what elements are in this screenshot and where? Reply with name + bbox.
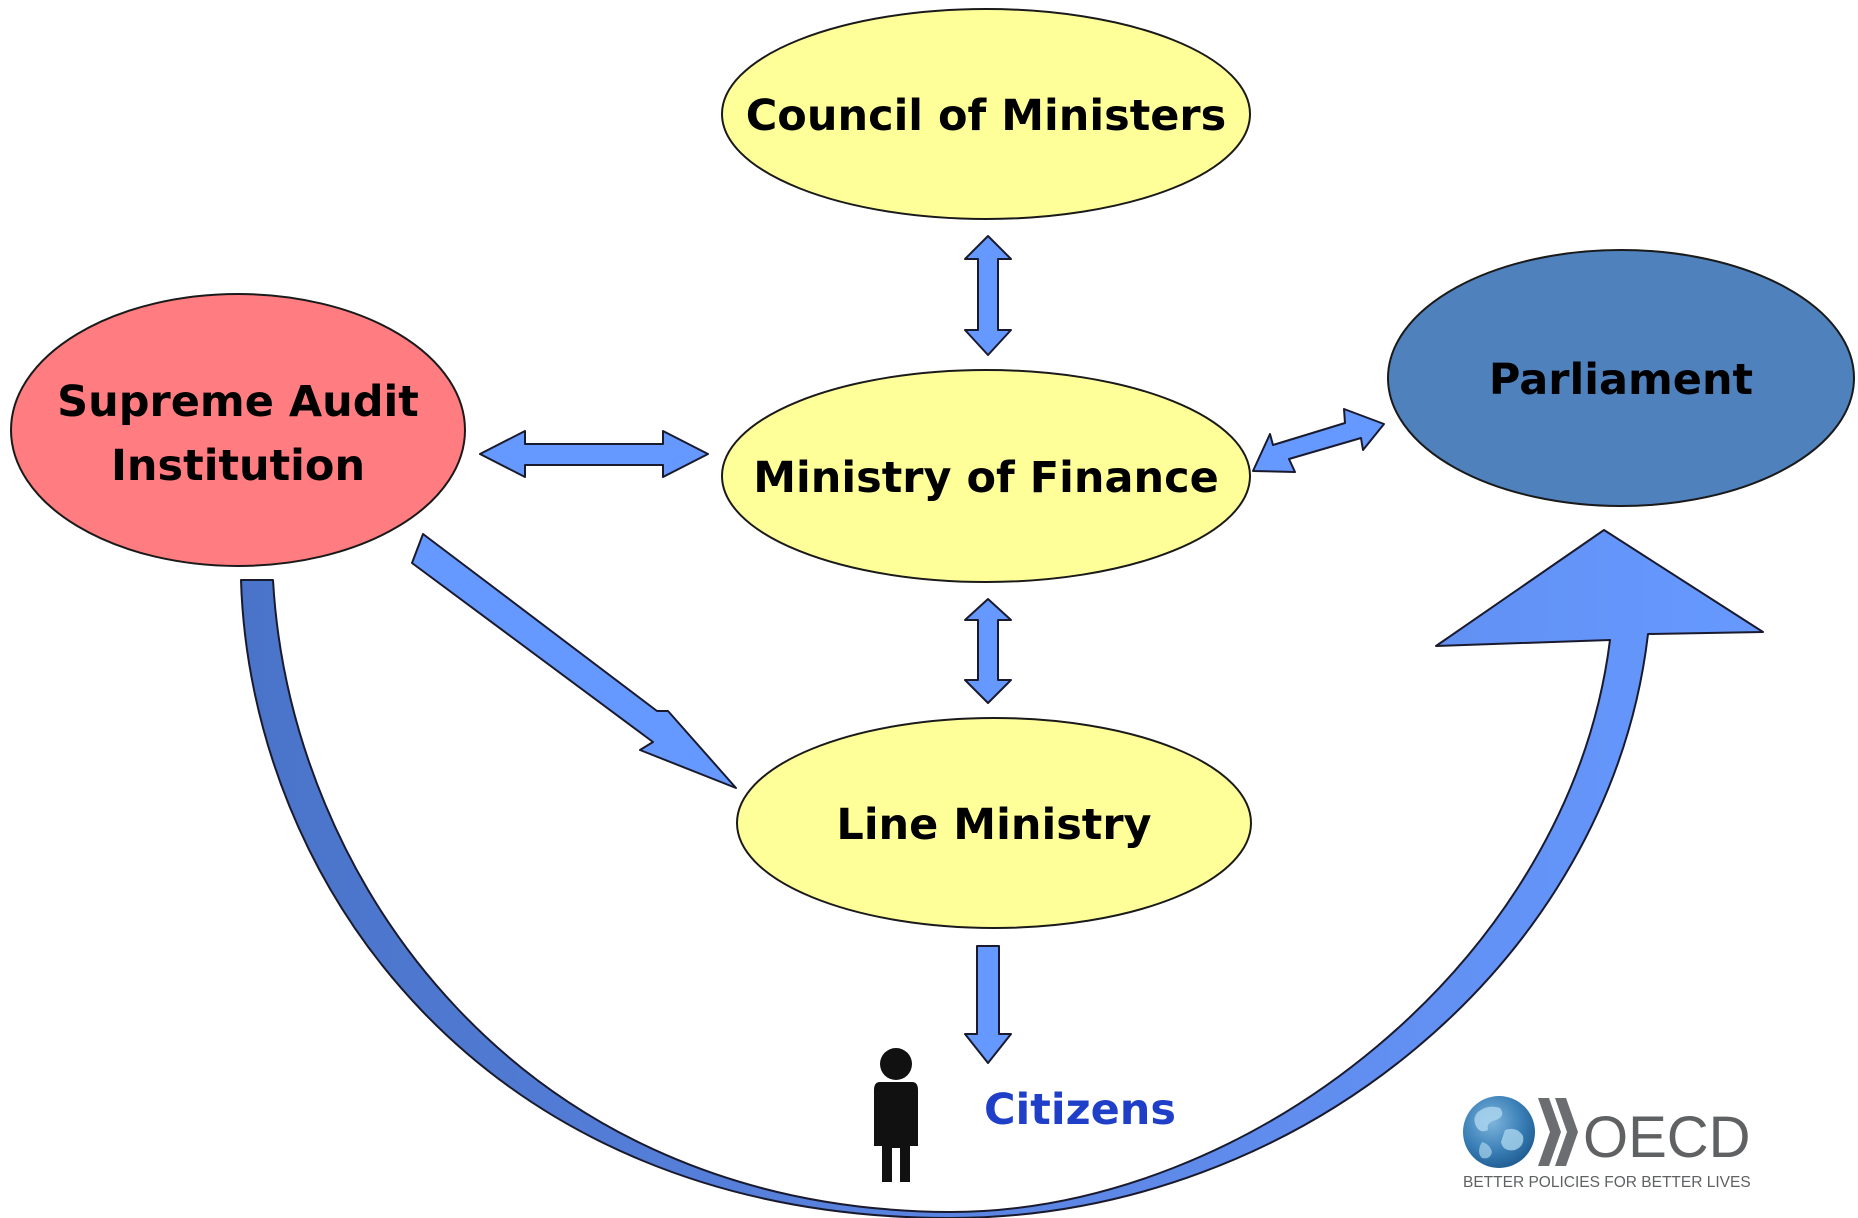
parliament-label: Parliament [1489, 355, 1753, 405]
council-finance-arrow [964, 235, 1012, 356]
oecd-wordmark: OECD [1583, 1105, 1751, 1170]
sai-line-arrow [411, 533, 737, 789]
finance-line-arrow [964, 598, 1012, 704]
finance-label: Ministry of Finance [753, 453, 1218, 503]
sai-finance-arrow [479, 430, 709, 478]
globe-icon [1463, 1096, 1535, 1168]
node-parliament: Parliament [1387, 249, 1855, 507]
node-line-ministry: Line Ministry [736, 717, 1252, 929]
node-ministry-of-finance: Ministry of Finance [721, 369, 1251, 583]
person-icon [874, 1048, 918, 1182]
council-label: Council of Ministers [746, 91, 1226, 141]
line-citizens-arrow [964, 945, 1012, 1064]
node-supreme-audit-institution: Supreme Audit Institution [10, 293, 466, 567]
line-ministry-label: Line Ministry [836, 800, 1151, 850]
oecd-logo: OECD BETTER POLICIES FOR BETTER LIVES [1463, 1096, 1751, 1191]
oecd-tagline: BETTER POLICIES FOR BETTER LIVES [1463, 1174, 1751, 1191]
citizens-label: Citizens [984, 1085, 1176, 1135]
finance-parliament-arrow [1252, 408, 1385, 473]
sai-label-line2: Institution [111, 441, 365, 491]
oecd-chevrons-icon [1538, 1098, 1578, 1166]
sai-label-line1: Supreme Audit [57, 377, 419, 427]
sai-to-parliament-curved-arrow [240, 529, 1764, 1218]
node-council-of-ministers: Council of Ministers [721, 8, 1251, 220]
